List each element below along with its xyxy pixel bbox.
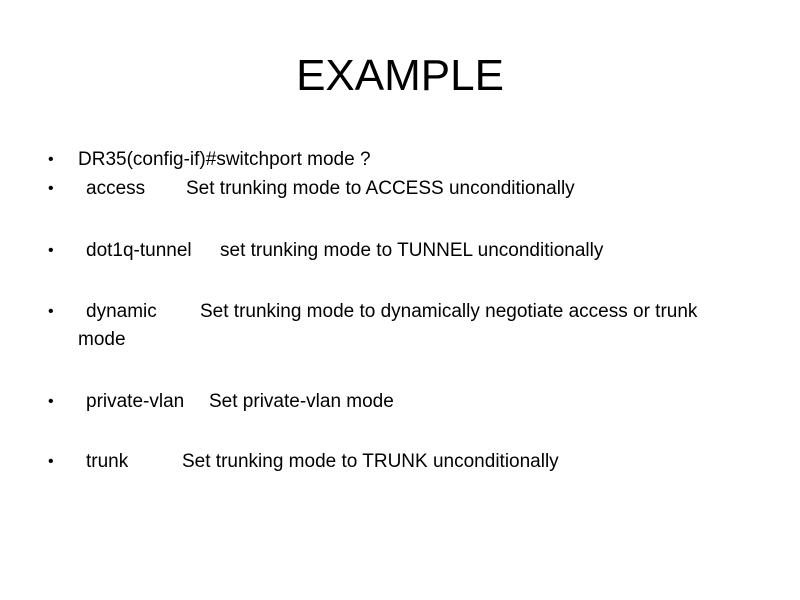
slide-title: EXAMPLE — [296, 51, 504, 100]
bullet-private-vlan: • private-vlan Set private-vlan mode — [48, 388, 746, 416]
bullet-icon: • — [48, 180, 54, 197]
prompt-text: DR35(config-if)#switchport mode ? — [78, 149, 371, 170]
command-description: Set trunking mode to TRUNK unconditional… — [182, 451, 559, 472]
bullet-access: • access Set trunking mode to ACCESS unco… — [48, 175, 746, 203]
bullet-icon: • — [48, 393, 54, 410]
command-name: dynamic — [86, 301, 157, 322]
command-name: access — [86, 178, 146, 199]
bullet-icon: • — [48, 242, 54, 259]
bullet-prompt: • DR35(config-if)#switchport mode ? — [48, 146, 746, 174]
bullet-icon: • — [48, 303, 54, 320]
command-name: trunk — [86, 451, 129, 472]
bullet-trunk: • trunk Set trunking mode to TRUNK uncond… — [48, 448, 746, 476]
command-description: set trunking mode to TUNNEL unconditiona… — [220, 240, 604, 261]
command-name: dot1q-tunnel — [86, 240, 192, 261]
bullet-icon: • — [48, 151, 54, 168]
bullet-dot1q-tunnel: • dot1q-tunnel set trunking mode to TUNNE… — [48, 237, 746, 265]
bullet-icon: • — [48, 453, 54, 470]
command-description: Set private-vlan mode — [209, 391, 394, 412]
command-description: Set trunking mode to dynamically negotia… — [78, 301, 698, 350]
command-description: Set trunking mode to ACCESS unconditiona… — [186, 178, 575, 199]
command-name: private-vlan — [86, 391, 185, 412]
